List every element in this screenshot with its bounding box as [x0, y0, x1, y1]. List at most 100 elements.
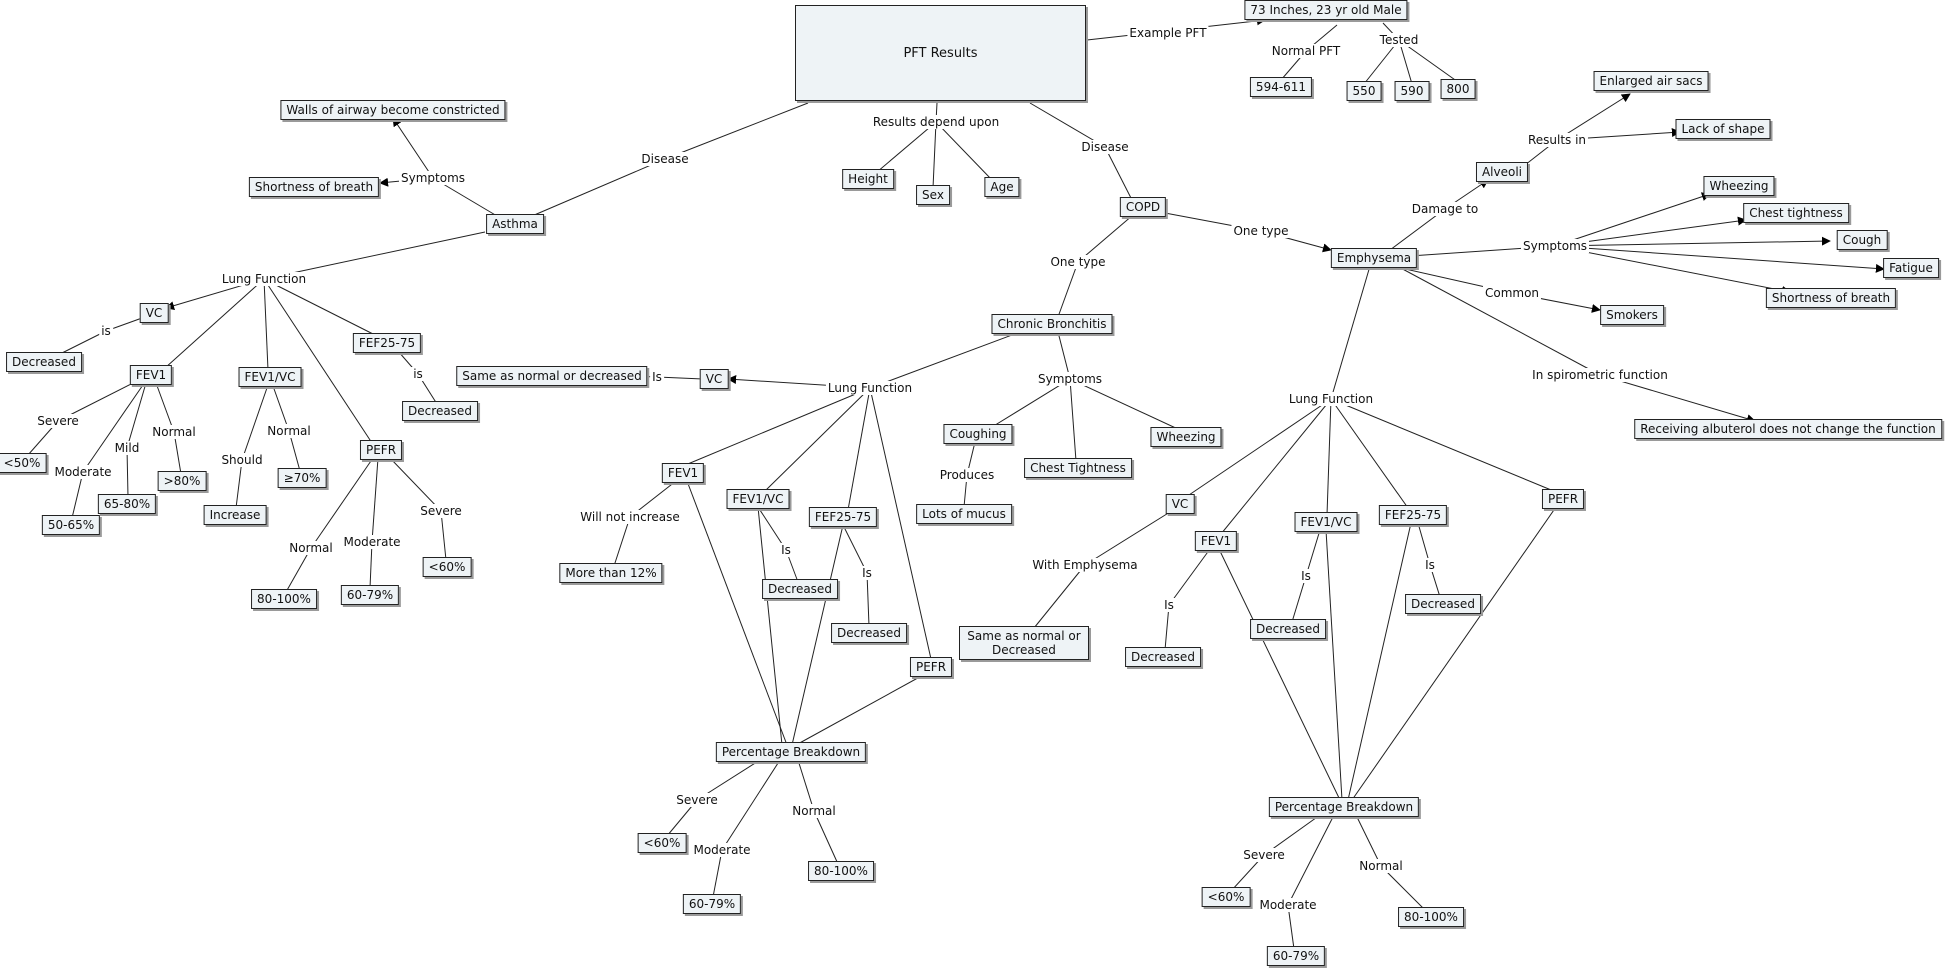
node-em-fev1-decreased[interactable]: Decreased [1125, 647, 1201, 667]
node-cb-pefr[interactable]: PEFR [909, 657, 953, 677]
node-asthma-pefr-normal[interactable]: 80-100% [251, 589, 317, 609]
line-connector [1396, 265, 1601, 376]
node-em-pefr[interactable]: PEFR [1541, 489, 1585, 509]
line-connector [173, 431, 182, 475]
line-connector [1330, 398, 1557, 493]
node-asthma-fev1[interactable]: FEV1 [129, 365, 173, 385]
line-connector [1057, 261, 1079, 318]
node-tested-550[interactable]: 550 [1346, 81, 1382, 101]
node-tested-590[interactable]: 590 [1394, 81, 1430, 101]
line-connector [1218, 548, 1341, 801]
node-asthma-vc[interactable]: VC [139, 303, 169, 323]
node-em-percentage-breakdown[interactable]: Percentage Breakdown [1268, 797, 1420, 817]
node-cb-pct-moderate[interactable]: 60-79% [682, 894, 742, 914]
node-cb-mucus[interactable]: Lots of mucus [916, 504, 1012, 524]
node-shortness-of-breath-asthma[interactable]: Shortness of breath [248, 177, 380, 197]
node-alveoli[interactable]: Alveoli [1475, 162, 1529, 182]
node-asthma-fev1-normal[interactable]: >80% [157, 471, 207, 491]
line-connector [932, 121, 937, 189]
node-em-chest-tightness[interactable]: Chest tightness [1743, 203, 1849, 223]
node-cb-pct-normal[interactable]: 80-100% [808, 861, 874, 881]
node-cb-pct-severe[interactable]: <60% [637, 833, 687, 853]
node-em-fef2575[interactable]: FEF25-75 [1378, 505, 1448, 525]
node-cb-fev1[interactable]: FEV1 [661, 463, 705, 483]
node-em-fev1vc-decreased[interactable]: Decreased [1250, 619, 1326, 639]
line-connector [791, 524, 844, 746]
line-connector [389, 457, 442, 512]
node-asthma-vc-decreased[interactable]: Decreased [6, 352, 82, 372]
line-connector [1029, 102, 1106, 148]
node-cb-coughing[interactable]: Coughing [943, 424, 1013, 444]
line-connector [126, 382, 147, 449]
node-asthma-fev1vc[interactable]: FEV1/VC [238, 367, 302, 387]
node-asthma-pefr[interactable]: PEFR [359, 440, 403, 460]
line-connector [1330, 398, 1409, 509]
node-em-pct-severe[interactable]: <60% [1201, 887, 1251, 907]
line-connector [1069, 378, 1077, 462]
node-em-fatigue[interactable]: Fatigue [1883, 258, 1939, 278]
node-cb-fev1-result[interactable]: More than 12% [559, 563, 663, 583]
line-connector [1305, 529, 1321, 577]
node-cb-vc-result[interactable]: Same as normal or decreased [456, 366, 648, 386]
node-asthma-fev1-severe[interactable]: <50% [0, 453, 47, 473]
node-asthma-fev1-moderate[interactable]: 50-65% [41, 515, 101, 535]
link-moderate-em: Moderate [1257, 898, 1319, 912]
node-em-pct-moderate[interactable]: 60-79% [1266, 946, 1326, 966]
node-cb-fef-decreased[interactable]: Decreased [831, 623, 907, 643]
node-asthma-fev1vc-normal[interactable]: ≥70% [277, 468, 327, 488]
node-em-vc[interactable]: VC [1165, 494, 1195, 514]
node-cb-wheezing[interactable]: Wheezing [1150, 427, 1222, 447]
node-tested-800[interactable]: 800 [1440, 79, 1476, 99]
node-cb-fev1vc-decreased[interactable]: Decreased [762, 579, 838, 599]
line-connector [263, 278, 378, 337]
node-em-fef-decreased[interactable]: Decreased [1405, 594, 1481, 614]
node-em-shortness-of-breath[interactable]: Shortness of breath [1765, 288, 1897, 308]
line-connector [935, 121, 993, 181]
node-asthma-fev1-mild[interactable]: 65-80% [97, 494, 157, 514]
node-lack-of-shape[interactable]: Lack of shape [1675, 119, 1771, 139]
link-results-depend-upon: Results depend upon [870, 115, 1002, 129]
line-connector [1398, 39, 1413, 85]
node-asthma-pefr-severe[interactable]: <60% [422, 557, 472, 577]
link-tested: Tested [1377, 33, 1421, 47]
node-em-wheezing[interactable]: Wheezing [1703, 176, 1775, 196]
link-severe-pefr: Severe [418, 504, 464, 518]
line-connector [1326, 398, 1332, 516]
node-cb-fev1vc[interactable]: FEV1/VC [726, 489, 790, 509]
node-emphysema[interactable]: Emphysema [1330, 248, 1418, 268]
node-asthma-fef-decreased[interactable]: Decreased [402, 401, 478, 421]
node-cb-chest-tightness[interactable]: Chest Tightness [1024, 458, 1132, 478]
node-em-fev1vc[interactable]: FEV1/VC [1294, 512, 1358, 532]
node-em-cough[interactable]: Cough [1836, 230, 1888, 250]
node-em-albuterol[interactable]: Receiving albuterol does not change the … [1634, 419, 1942, 439]
node-asthma-pefr-moderate[interactable]: 60-79% [340, 585, 400, 605]
node-em-vc-result[interactable]: Same as normal or Decreased [959, 626, 1089, 660]
node-age[interactable]: Age [984, 177, 1020, 197]
line-connector [71, 471, 84, 519]
node-example-patient[interactable]: 73 Inches, 23 yr old Male [1244, 0, 1408, 20]
link-one-type-chronic: One type [1048, 255, 1108, 269]
node-chronic-bronchitis[interactable]: Chronic Bronchitis [991, 314, 1113, 334]
node-cb-fef2575[interactable]: FEF25-75 [808, 507, 878, 527]
node-height[interactable]: Height [842, 169, 894, 189]
node-sex[interactable]: Sex [916, 185, 950, 205]
node-em-smokers[interactable]: Smokers [1600, 305, 1664, 325]
node-asthma[interactable]: Asthma [486, 214, 544, 234]
node-copd[interactable]: COPD [1119, 197, 1167, 217]
node-walls-constricted[interactable]: Walls of airway become constricted [280, 100, 506, 120]
node-asthma-fef2575[interactable]: FEF25-75 [352, 333, 422, 353]
node-em-pct-normal[interactable]: 80-100% [1398, 907, 1464, 927]
node-enlarged-air-sacs[interactable]: Enlarged air sacs [1593, 71, 1709, 91]
line-connector [757, 506, 787, 551]
node-em-fev1[interactable]: FEV1 [1194, 531, 1238, 551]
line-connector [369, 541, 373, 589]
node-cb-percentage-breakdown[interactable]: Percentage Breakdown [715, 742, 867, 762]
node-normal-pft-range[interactable]: 594-611 [1249, 77, 1313, 97]
node-cb-vc[interactable]: VC [699, 369, 729, 389]
root-node-pft-results[interactable]: PFT Results [795, 5, 1086, 101]
line-connector [155, 382, 175, 433]
line-connector [1347, 522, 1412, 801]
node-asthma-fev1vc-increase[interactable]: Increase [203, 505, 267, 525]
link-one-type-emphysema: One type [1231, 224, 1291, 238]
line-connector [682, 387, 871, 467]
